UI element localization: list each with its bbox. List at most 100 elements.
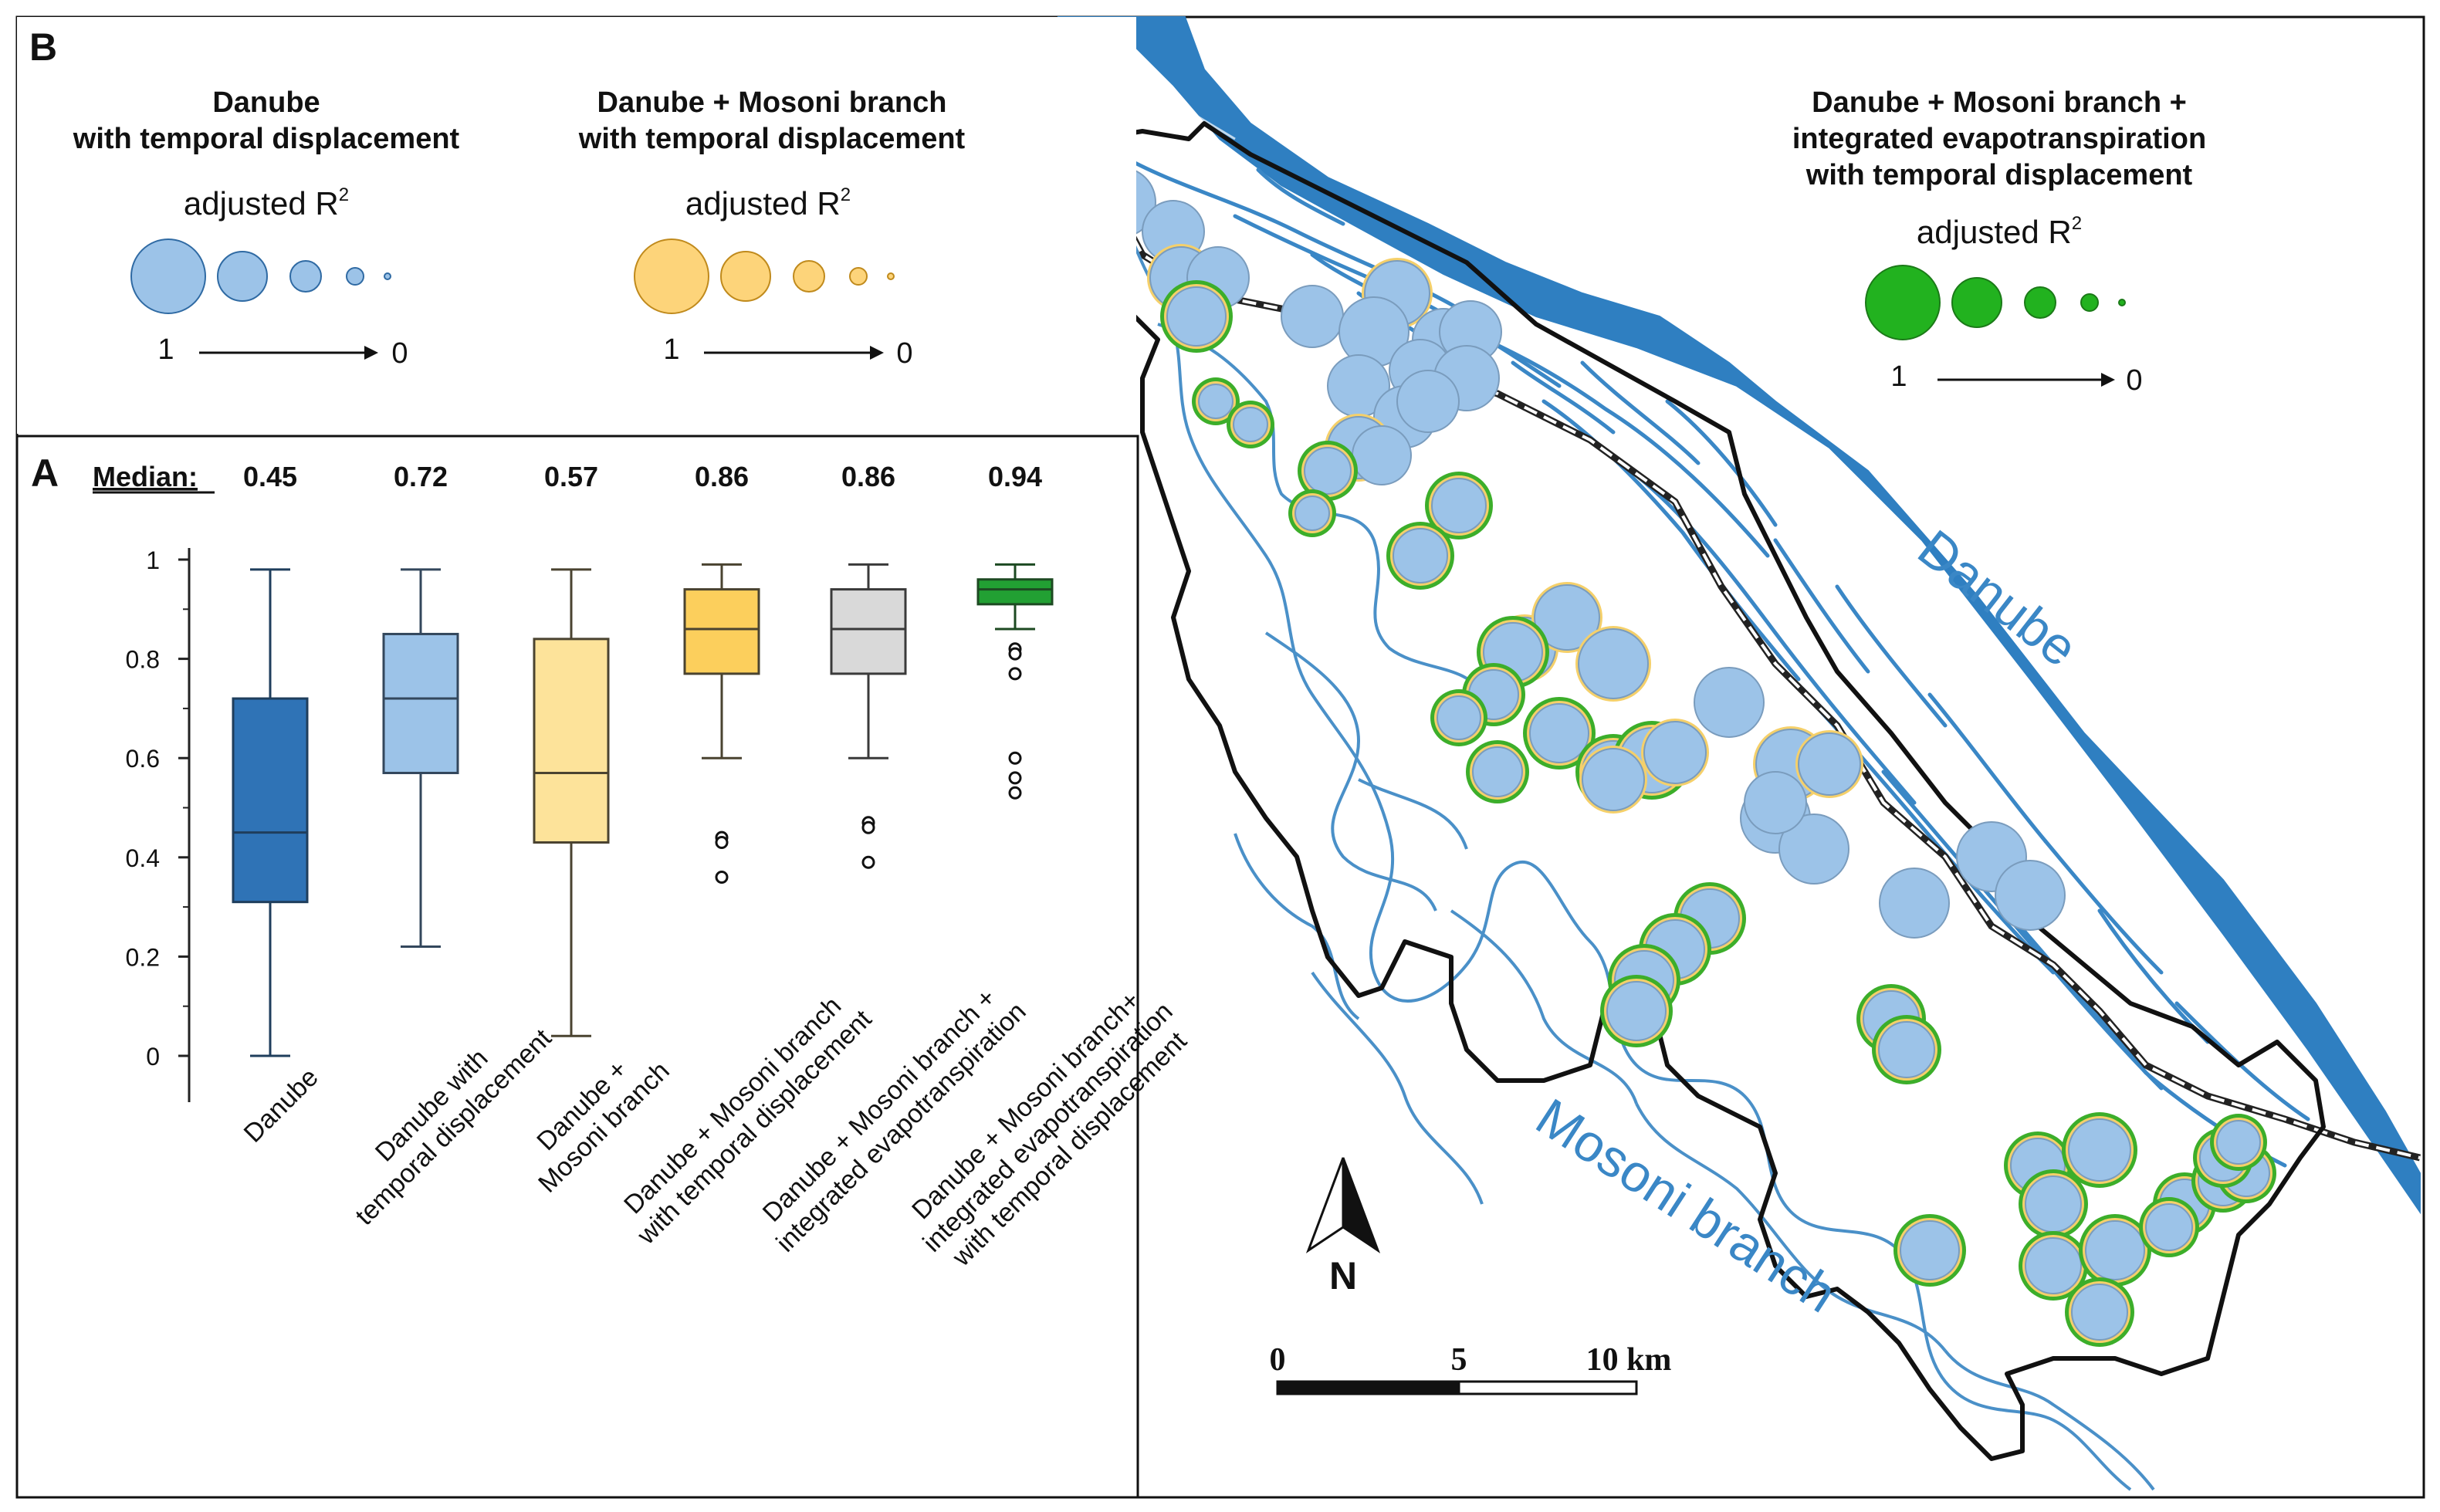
median-value: 0.72 xyxy=(394,461,448,492)
box xyxy=(232,697,309,904)
panel-b-legend: B Danube with temporal displacement adju… xyxy=(17,17,2206,434)
well-marker xyxy=(1578,628,1649,699)
outlier-point xyxy=(1008,667,1022,681)
panel-a-boxplot: A Median: 00.20.40.60.810.45Danube0.72Da… xyxy=(15,435,1193,1499)
outlier-point xyxy=(715,871,729,885)
well-marker xyxy=(1744,771,1807,834)
outlier-point xyxy=(1008,751,1022,765)
legend-group-danube: Danube with temporal displacement adjust… xyxy=(73,86,460,370)
outlier-point xyxy=(1008,786,1022,800)
well-marker xyxy=(1995,860,2066,931)
legend-group-2-from: 1 xyxy=(663,333,679,366)
median-value: 0.45 xyxy=(243,461,297,492)
outlier-point xyxy=(1008,771,1022,785)
box xyxy=(683,588,760,675)
legend-size-dot xyxy=(130,238,206,314)
legend-group-3-title-3: with temporal displacement xyxy=(1805,159,2193,191)
north-arrow-label: N xyxy=(1329,1254,1357,1297)
well-marker xyxy=(1198,384,1234,419)
well-marker xyxy=(2071,1284,2128,1341)
median-heading: Median: xyxy=(93,461,198,492)
well-marker xyxy=(1431,478,1487,533)
legend-size-dot xyxy=(289,260,322,293)
legend-size-dot xyxy=(2024,286,2056,319)
well-marker xyxy=(1294,496,1330,531)
panel-b-label: B xyxy=(29,25,57,69)
legend-size-dot xyxy=(1951,277,2002,328)
legend-group-3-title-1: Danube + Mosoni branch + xyxy=(1812,86,2187,119)
legend-group-2-title-1: Danube + Mosoni branch xyxy=(597,86,947,119)
legend-group-3-from: 1 xyxy=(1890,360,1907,393)
well-marker xyxy=(1900,1220,1960,1280)
danube-river xyxy=(1057,16,2421,1215)
well-marker xyxy=(1166,286,1227,347)
legend-size-dot xyxy=(887,272,895,280)
legend-size-dot xyxy=(849,267,868,286)
scale-bar: 0 5 10 km xyxy=(1270,1342,1672,1395)
median-value: 0.57 xyxy=(544,461,598,492)
dike-line-inner xyxy=(1079,100,2421,1159)
legend-size-dot xyxy=(793,260,825,293)
legend-size-dot xyxy=(2080,293,2099,312)
median-value: 0.94 xyxy=(988,461,1042,492)
y-tick-label: 0.6 xyxy=(126,745,160,773)
box xyxy=(533,638,610,844)
well-marker xyxy=(1606,981,1667,1041)
outlier-point xyxy=(1008,647,1022,661)
legend-group-integrated: Danube + Mosoni branch + integrated evap… xyxy=(1792,86,2206,397)
well-marker xyxy=(1534,584,1600,651)
legend-group-1-to: 0 xyxy=(391,337,408,370)
legend-size-dot xyxy=(217,251,268,302)
legend-group-1-title-2: with temporal displacement xyxy=(73,123,460,155)
well-marker xyxy=(1878,1021,1935,1078)
scale-label-10: 10 km xyxy=(1586,1342,1672,1378)
legend-size-dot xyxy=(384,272,391,280)
well-marker xyxy=(1778,814,1849,885)
legend-group-3-arrowhead xyxy=(2101,373,2115,387)
scale-label-0: 0 xyxy=(1270,1342,1286,1378)
legend-group-2-size-title: adjusted R2 xyxy=(685,184,851,222)
well-marker xyxy=(1694,667,1765,738)
well-marker xyxy=(1879,868,1950,939)
well-marker xyxy=(1233,407,1268,442)
legend-group-1-title-1: Danube xyxy=(212,86,320,119)
legend-group-3-title-2: integrated evapotranspiration xyxy=(1792,123,2206,155)
outlier-point xyxy=(715,836,729,850)
well-marker xyxy=(1798,732,1861,796)
y-tick-label: 0.4 xyxy=(126,844,160,872)
legend-size-dot xyxy=(634,238,709,314)
y-tick-label: 1 xyxy=(146,546,160,574)
panel-a-frame xyxy=(15,435,1139,1499)
legend-group-2-title-2: with temporal displacement xyxy=(578,123,966,155)
y-tick-label: 0.8 xyxy=(126,646,160,674)
well-marker xyxy=(2025,1175,2082,1233)
outlier-point xyxy=(861,820,875,834)
river-streaks xyxy=(1133,69,1236,140)
well-marker xyxy=(1582,748,1645,811)
legend-group-2-arrowhead xyxy=(870,346,884,360)
north-arrow: N xyxy=(1305,1157,1381,1297)
well-marker xyxy=(1529,703,1589,763)
well-marker xyxy=(1643,721,1707,784)
legend-size-dot xyxy=(346,267,364,286)
legend-size-dot xyxy=(1865,265,1941,340)
well-marker xyxy=(2145,1203,2193,1251)
panel-a-label: A xyxy=(31,452,59,495)
legend-group-1-arrowhead xyxy=(364,346,378,360)
well-marker xyxy=(2025,1237,2082,1294)
well-marker xyxy=(1304,447,1352,495)
legend-group-danube-mosoni: Danube + Mosoni branch with temporal dis… xyxy=(578,86,966,370)
box xyxy=(382,632,459,774)
y-tick-label: 0.2 xyxy=(126,943,160,971)
median-value: 0.86 xyxy=(841,461,895,492)
well-marker xyxy=(1472,746,1523,797)
y-tick-label: 0 xyxy=(146,1043,160,1071)
well-marker xyxy=(1352,425,1412,485)
panel-b-bg xyxy=(17,17,1136,434)
legend-group-1-size-title: adjusted R2 xyxy=(184,184,349,222)
legend-size-dot xyxy=(2118,299,2126,306)
box xyxy=(976,578,1054,606)
legend-size-dot xyxy=(720,251,771,302)
median-value: 0.86 xyxy=(695,461,749,492)
